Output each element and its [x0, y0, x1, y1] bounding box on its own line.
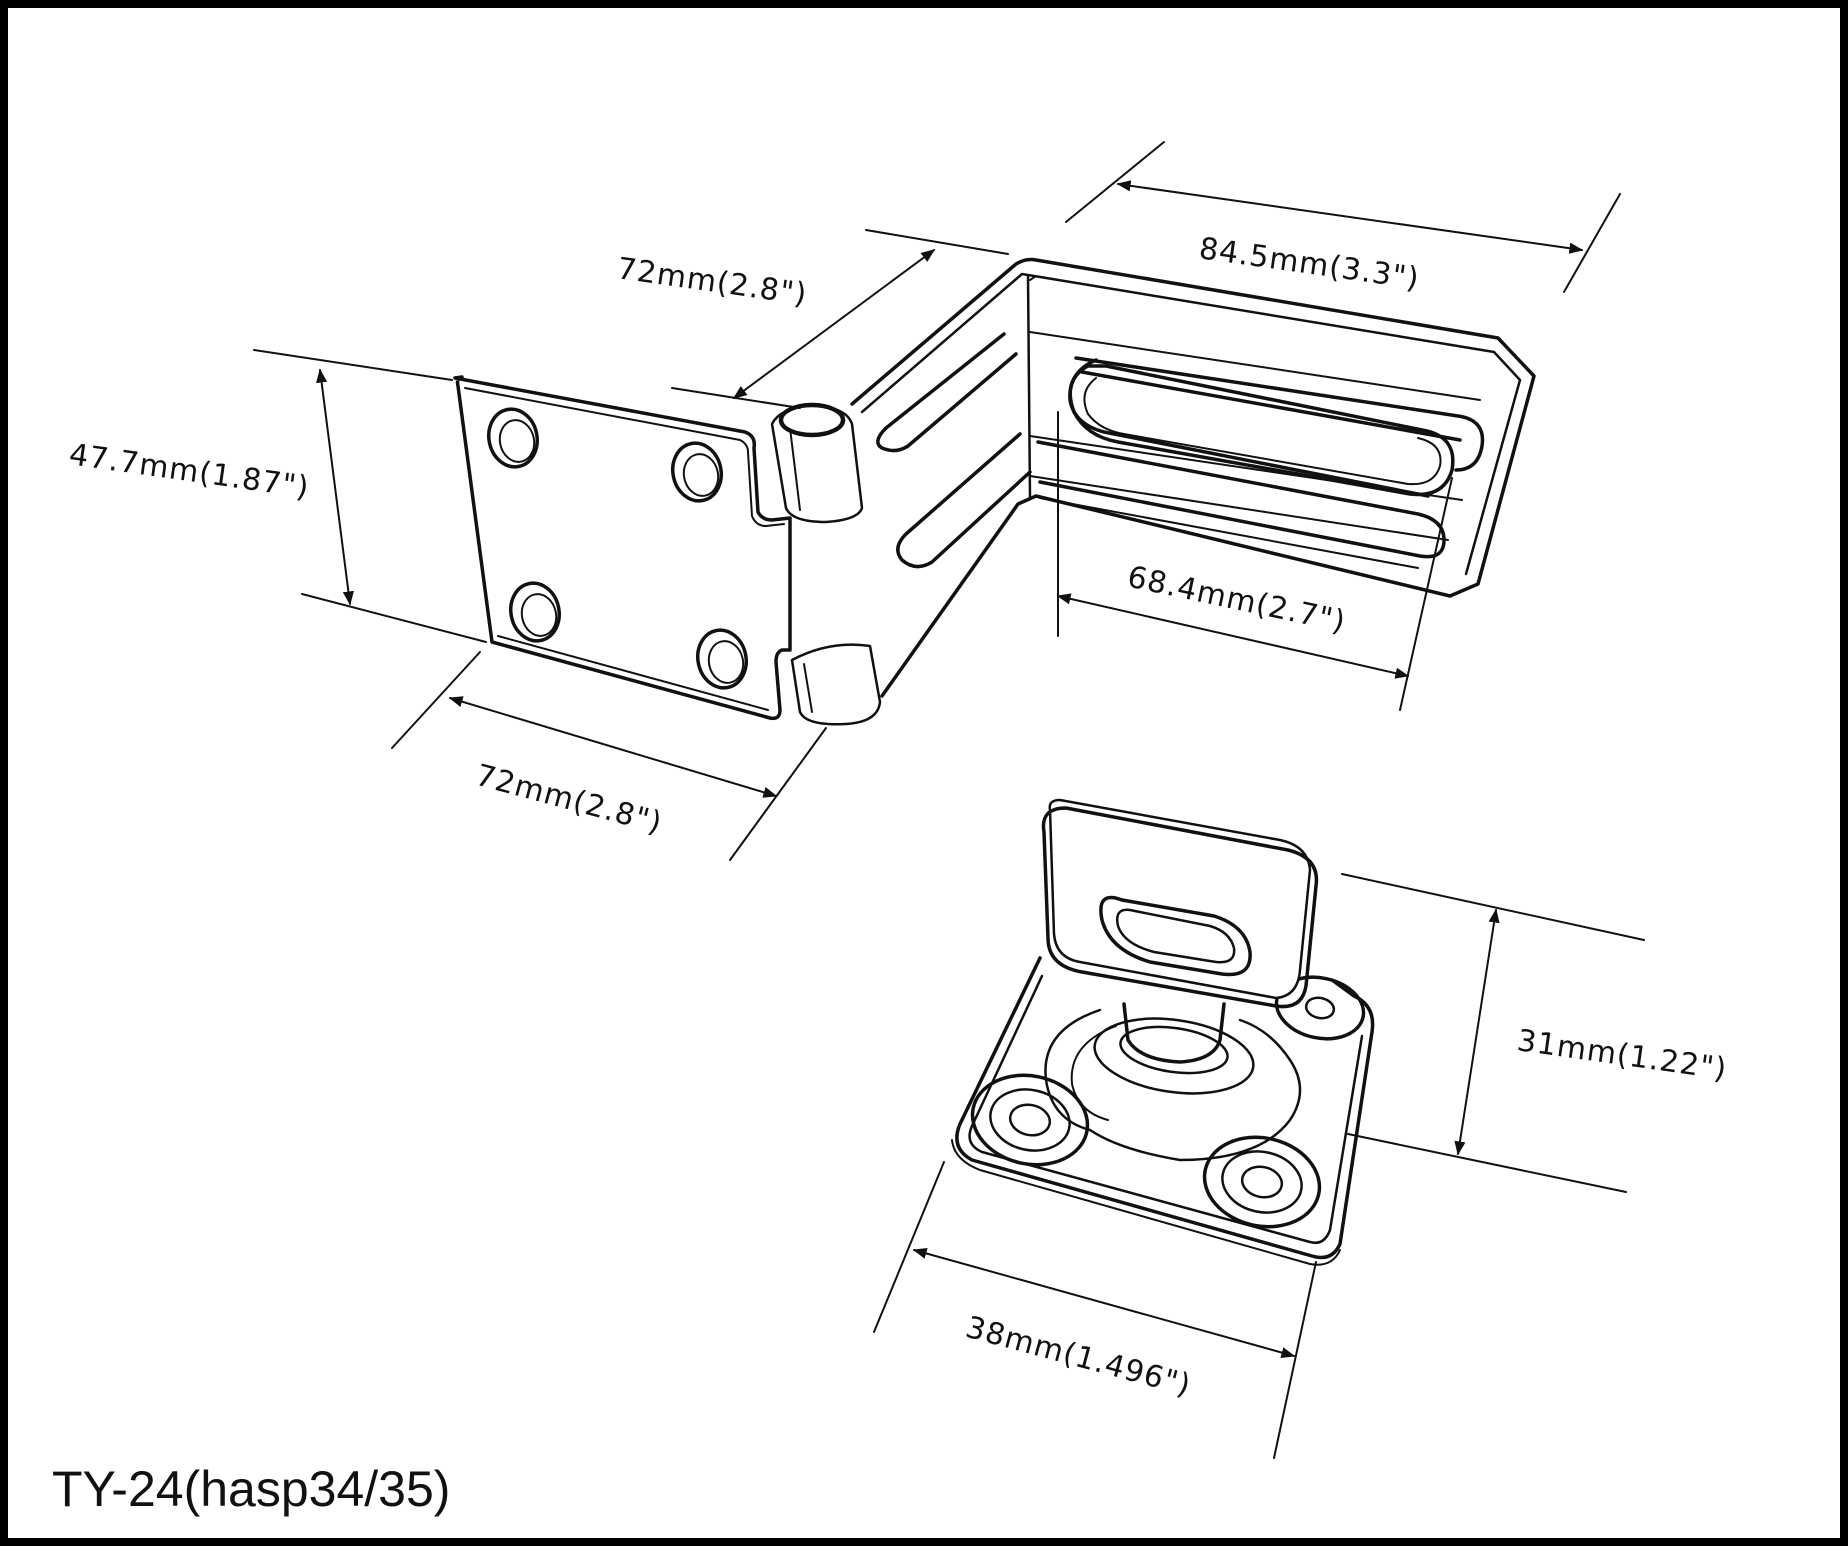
staple-eye: [1041, 798, 1319, 1009]
dim-label-hasp-length-top: 72mm(2.8"): [615, 251, 810, 312]
dim-staple-base-width: 38mm(1.496"): [873, 1161, 1317, 1459]
hasp-hinge-leaf: [453, 375, 792, 721]
hasp-side-slot-upper: [876, 332, 1018, 453]
staple-base-hole-right: [1202, 1135, 1322, 1229]
dim-label-hasp-length-bottom: 72mm(2.8"): [472, 758, 666, 841]
dim-staple-height: 31mm(1.22"): [1341, 873, 1729, 1193]
dim-label-slot-length: 68.4mm(2.7"): [1124, 560, 1349, 640]
dim-label-hasp-height: 47.7mm(1.87"): [67, 437, 312, 505]
dim-staple-plate-length: 84.5mm(3.3"): [1065, 141, 1621, 297]
hasp-side-slot-lower: [896, 432, 1032, 569]
dim-label-staple-base-width: 38mm(1.496"): [962, 1310, 1195, 1404]
hinge-knuckle-lower: [790, 643, 882, 726]
hasp-hole-4: [696, 628, 748, 690]
hasp-face-slot-lower: [1036, 440, 1446, 569]
hasp-face-slot-top: [1068, 356, 1485, 498]
staple-stem: [1093, 1002, 1255, 1095]
hasp-hole-3: [509, 581, 561, 643]
staple-base-plate: [951, 956, 1375, 1266]
dim-label-staple-height: 31mm(1.22"): [1515, 1023, 1729, 1087]
dim-label-staple-plate-length: 84.5mm(3.3"): [1197, 231, 1422, 297]
hasp-hole-2: [671, 441, 723, 503]
dim-hasp-height: 47.7mm(1.87"): [67, 349, 487, 643]
staple-base-hole-left: [970, 1073, 1090, 1167]
dim-hasp-length-bottom: 72mm(2.8"): [391, 651, 827, 861]
hasp-hole-1: [487, 407, 539, 469]
model-label: TY-24(hasp34/35): [52, 1461, 450, 1517]
hinge-pin-cap: [780, 404, 844, 436]
